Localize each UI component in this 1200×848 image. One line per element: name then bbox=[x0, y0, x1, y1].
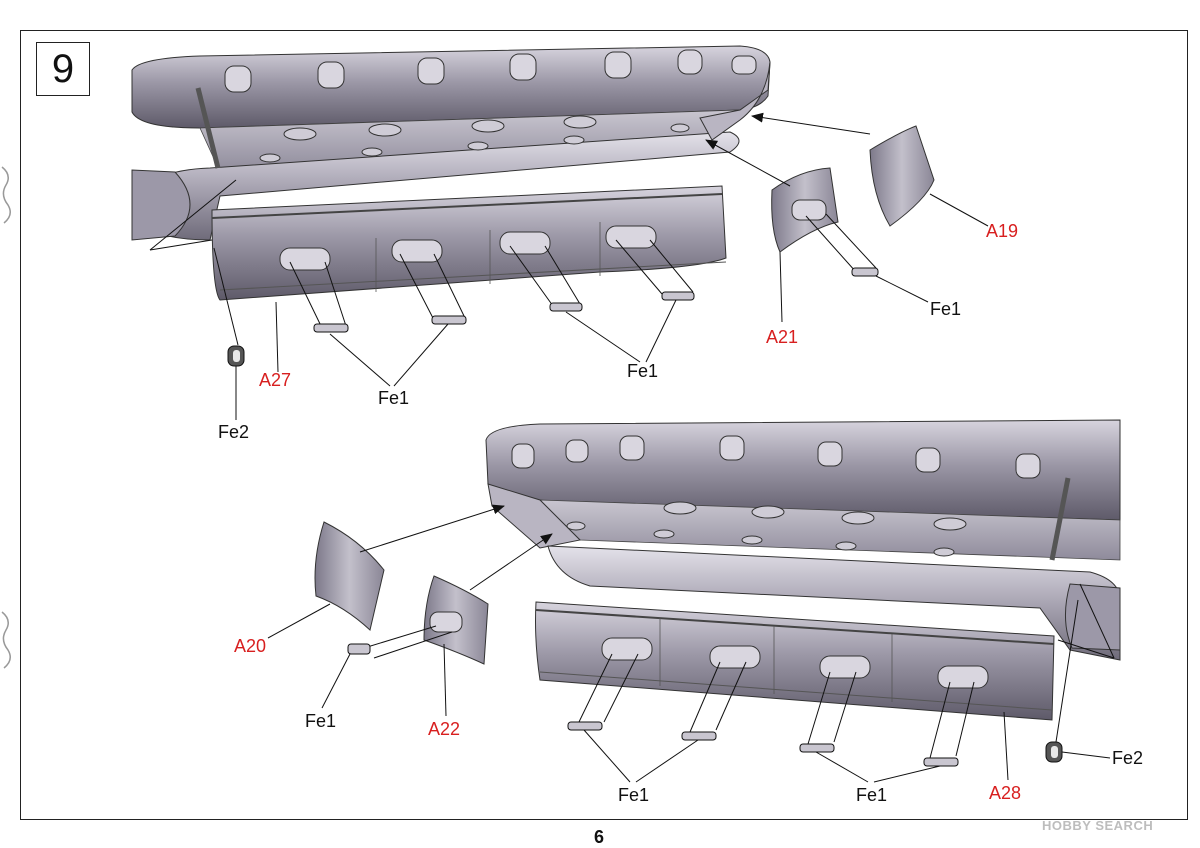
label-fe1-top-mid: Fe1 bbox=[627, 361, 659, 381]
label-a21: A21 bbox=[766, 327, 799, 347]
part-a21-top bbox=[771, 167, 879, 277]
instruction-frame bbox=[20, 30, 1188, 820]
label-a22: A22 bbox=[428, 719, 461, 739]
page-number: 6 bbox=[594, 827, 605, 847]
label-fe1-bot-right: Fe1 bbox=[856, 785, 888, 805]
label-fe2-bottom: Fe2 bbox=[1112, 748, 1144, 768]
bottom-arrows bbox=[359, 504, 1115, 743]
part-a20-bottom bbox=[314, 521, 385, 631]
label-fe1-bot-mid: Fe1 bbox=[618, 785, 650, 805]
label-a19: A19 bbox=[986, 221, 1019, 241]
label-fe1-top-left: Fe1 bbox=[378, 388, 410, 408]
bottom-fe1-parts bbox=[567, 653, 975, 767]
label-fe1-top-right: Fe1 bbox=[930, 299, 962, 319]
part-fe2-top bbox=[227, 345, 245, 367]
label-a28: A28 bbox=[989, 783, 1022, 803]
bottom-boat-hull bbox=[485, 419, 1121, 661]
watermark: HOBBY SEARCH bbox=[1042, 818, 1154, 833]
binding-clip-top bbox=[1, 166, 11, 224]
binding-clip-bottom bbox=[1, 611, 11, 669]
top-boat-hull bbox=[131, 45, 771, 241]
part-a22-bottom bbox=[347, 575, 489, 665]
label-a20: A20 bbox=[234, 636, 267, 656]
top-arrows bbox=[149, 112, 871, 346]
part-a19-top bbox=[869, 125, 935, 227]
bottom-side-panel-a28 bbox=[535, 601, 1055, 721]
label-fe2-top: Fe2 bbox=[218, 422, 250, 442]
top-side-panel-a27 bbox=[211, 185, 727, 301]
step-number: 9 bbox=[36, 42, 90, 96]
label-fe1-bot-left: Fe1 bbox=[305, 711, 337, 731]
top-callout-lines bbox=[235, 193, 989, 420]
top-fe1-parts bbox=[289, 239, 695, 333]
label-a27: A27 bbox=[259, 370, 292, 390]
bottom-callout-lines bbox=[267, 603, 1111, 783]
part-fe2-bottom bbox=[1045, 741, 1063, 763]
